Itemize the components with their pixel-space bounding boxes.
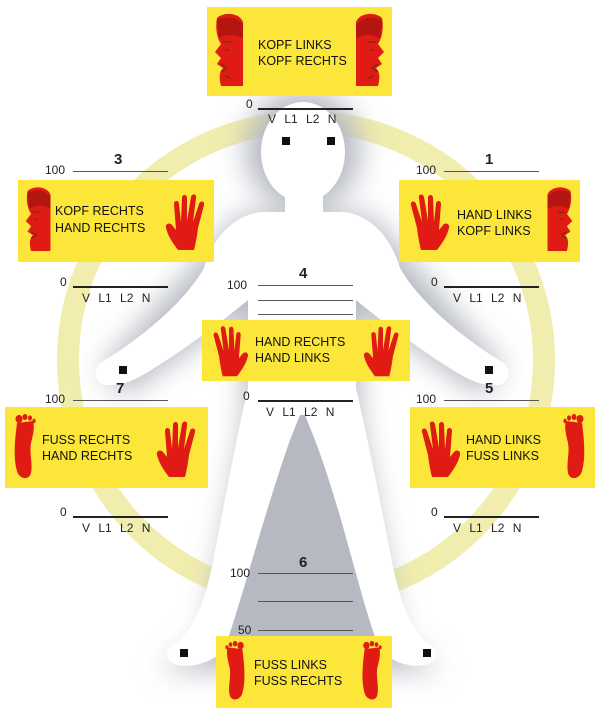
scale-baseline-7 [73,516,168,518]
scale-zero-4: 0 [243,389,250,403]
label-box-6: FUSS LINKS FUSS RECHTS [216,636,392,708]
label-box-4: HAND RECHTS HAND LINKS [202,320,410,381]
scale-top-line-7 [73,400,168,401]
hand-right-icon [362,324,404,378]
foot-icon [562,413,588,483]
scale-baseline-4 [258,400,353,402]
scale-ticks-4: V L1 L2 N [266,405,334,419]
hand-icon [155,419,201,479]
label-line-1: HAND LINKS [466,432,541,448]
scale-top-line-5 [444,400,539,401]
scale-ticks-top: V L1 L2 N [268,112,336,126]
electrode-marker-foot-left [180,649,188,657]
scale-max-6: 100 [230,566,250,580]
scale-top-line-1 [444,171,539,172]
scale-ticks-5: V L1 L2 N [453,521,521,535]
scale-mid-line-4 [258,300,353,301]
scale-baseline-5 [444,516,539,518]
label-line-2: KOPF RECHTS [258,53,347,69]
position-number-5: 5 [485,380,493,397]
hand-icon [405,192,451,252]
scale-half-line-6 [258,630,353,631]
position-number-3: 3 [114,151,122,168]
scale-mid-line-6 [258,601,353,602]
scale-zero-top: 0 [246,97,253,111]
scale-max-5: 100 [416,392,436,406]
scale-max-4: 100 [227,278,247,292]
label-box-3: KOPF RECHTS HAND RECHTS [18,180,214,262]
scale-max-1: 100 [416,163,436,177]
scale-max-3: 100 [45,163,65,177]
scale-ticks-1: V L1 L2 N [453,291,521,305]
electrode-marker-hand-right [485,366,493,374]
head-profile-right-icon [24,184,54,258]
scale-top-line-4 [258,285,353,286]
label-line-1: FUSS RECHTS [42,432,130,448]
scale-baseline-1 [444,286,539,288]
label-line-2: HAND LINKS [255,350,330,366]
scale-baseline-top [258,108,353,110]
head-profile-left-icon [213,12,247,92]
hand-icon [164,192,210,252]
scale-mid-6: 50 [238,623,251,637]
electrode-marker-head-left [282,137,290,145]
head-profile-right-icon [352,12,386,92]
label-line-1: FUSS LINKS [254,657,327,673]
label-line-1: HAND RECHTS [255,334,345,350]
label-line-1: HAND LINKS [457,207,532,223]
hand-left-icon [208,324,250,378]
label-line-2: HAND RECHTS [55,220,145,236]
foot-left-icon [224,640,248,704]
label-box-top: KOPF LINKS KOPF RECHTS [207,7,392,96]
foot-right-icon [359,640,383,704]
scale-zero-1: 0 [431,275,438,289]
scale-ticks-3: V L1 L2 N [82,291,150,305]
position-number-6: 6 [299,554,307,571]
label-line-2: FUSS RECHTS [254,673,342,689]
electrode-marker-foot-right [423,649,431,657]
electrode-marker-hand-left [119,366,127,374]
label-box-7: FUSS RECHTS HAND RECHTS [5,407,208,488]
scale-max-7: 100 [45,392,65,406]
scale-zero-5: 0 [431,505,438,519]
position-number-4: 4 [299,265,307,282]
label-line-1: KOPF RECHTS [55,203,144,219]
scale-top-line-3 [73,171,168,172]
position-number-1: 1 [485,151,493,168]
scale-ticks-7: V L1 L2 N [82,521,150,535]
scale-zero-7: 0 [60,505,67,519]
scale-zero-3: 0 [60,275,67,289]
label-line-2: KOPF LINKS [457,223,531,239]
label-line-2: FUSS LINKS [466,448,539,464]
label-line-2: HAND RECHTS [42,448,132,464]
label-box-5: HAND LINKS FUSS LINKS [410,407,595,488]
hand-icon [416,419,462,479]
label-line-1: KOPF LINKS [258,37,332,53]
foot-icon [11,413,37,483]
electrode-marker-head-right [327,137,335,145]
scale-low-line-4 [258,314,353,315]
label-box-1: HAND LINKS KOPF LINKS [399,180,580,262]
head-profile-left-icon [544,184,574,258]
scale-baseline-3 [73,286,168,288]
position-number-7: 7 [116,380,124,397]
scale-top-line-6 [258,573,353,574]
